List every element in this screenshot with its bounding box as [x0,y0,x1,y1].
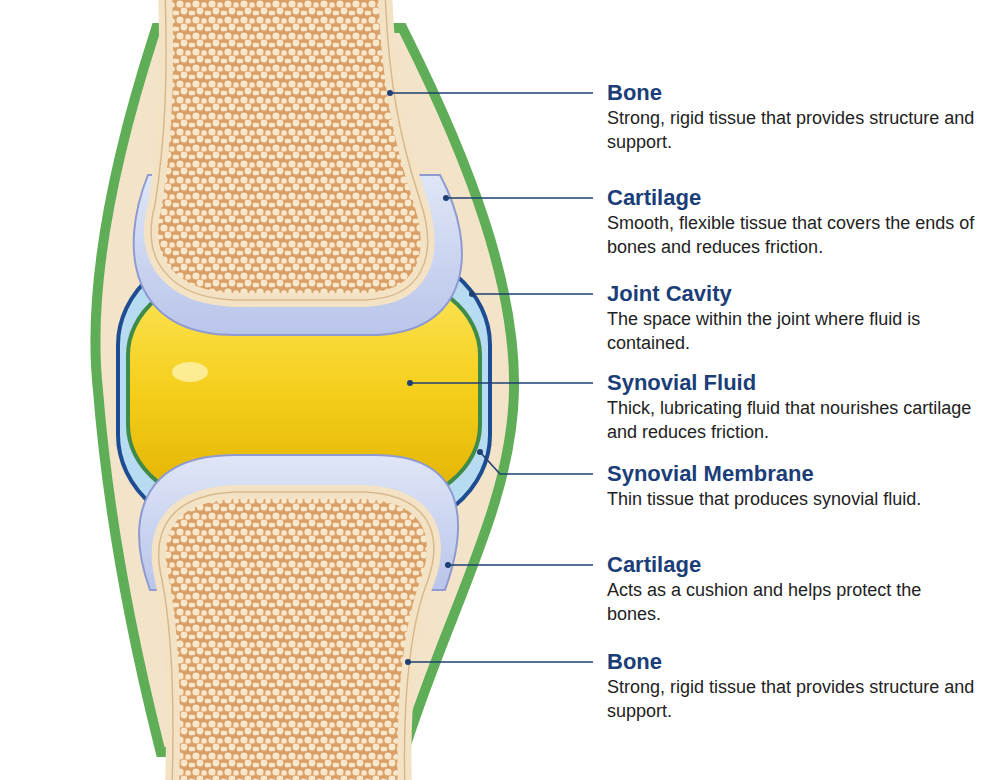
part-description: Thin tissue that produces synovial fluid… [607,487,979,511]
part-name: Bone [607,80,979,106]
leader-line [448,564,593,566]
part-name: Cartilage [607,185,979,211]
part-name: Cartilage [607,552,979,578]
leader-dot [477,449,483,455]
part-description: Strong, rigid tissue that provides struc… [607,106,979,154]
upper-bone [151,0,427,300]
part-description: The space within the joint where fluid i… [607,307,979,355]
label-group: BoneStrong, rigid tissue that provides s… [607,649,979,723]
leader-dot [387,90,393,96]
label-group: BoneStrong, rigid tissue that provides s… [607,80,979,154]
leader-lines [390,93,593,662]
part-name: Bone [607,649,979,675]
leader-dot [443,195,449,201]
label-group: CartilageSmooth, flexible tissue that co… [607,185,979,259]
part-description: Smooth, flexible tissue that covers the … [607,211,979,259]
part-description: Thick, lubricating fluid that nourishes … [607,396,979,444]
lower-bone-outline [159,492,434,780]
upper-bone-outline [151,0,427,300]
part-description: Acts as a cushion and helps protect the … [607,578,979,626]
label-group: CartilageActs as a cushion and helps pro… [607,552,979,626]
label-group: Synovial FluidThick, lubricating fluid t… [607,370,979,444]
leader-line [410,382,593,384]
leader-line [480,452,593,474]
part-name: Synovial Membrane [607,461,979,487]
leader-line [446,197,593,199]
leader-dot [405,659,411,665]
leader-line [408,661,593,663]
label-group: Joint CavityThe space within the joint w… [607,281,979,355]
leader-line [472,293,593,295]
leader-dot [407,380,413,386]
label-group: Synovial MembraneThin tissue that produc… [607,461,979,511]
lower-bone [159,492,434,780]
leader-dot [469,291,475,297]
leader-dots [387,90,483,665]
leader-dot [445,562,451,568]
fluid-highlight [172,362,208,382]
leader-line [390,92,593,94]
part-name: Synovial Fluid [607,370,979,396]
part-description: Strong, rigid tissue that provides struc… [607,675,979,723]
part-name: Joint Cavity [607,281,979,307]
